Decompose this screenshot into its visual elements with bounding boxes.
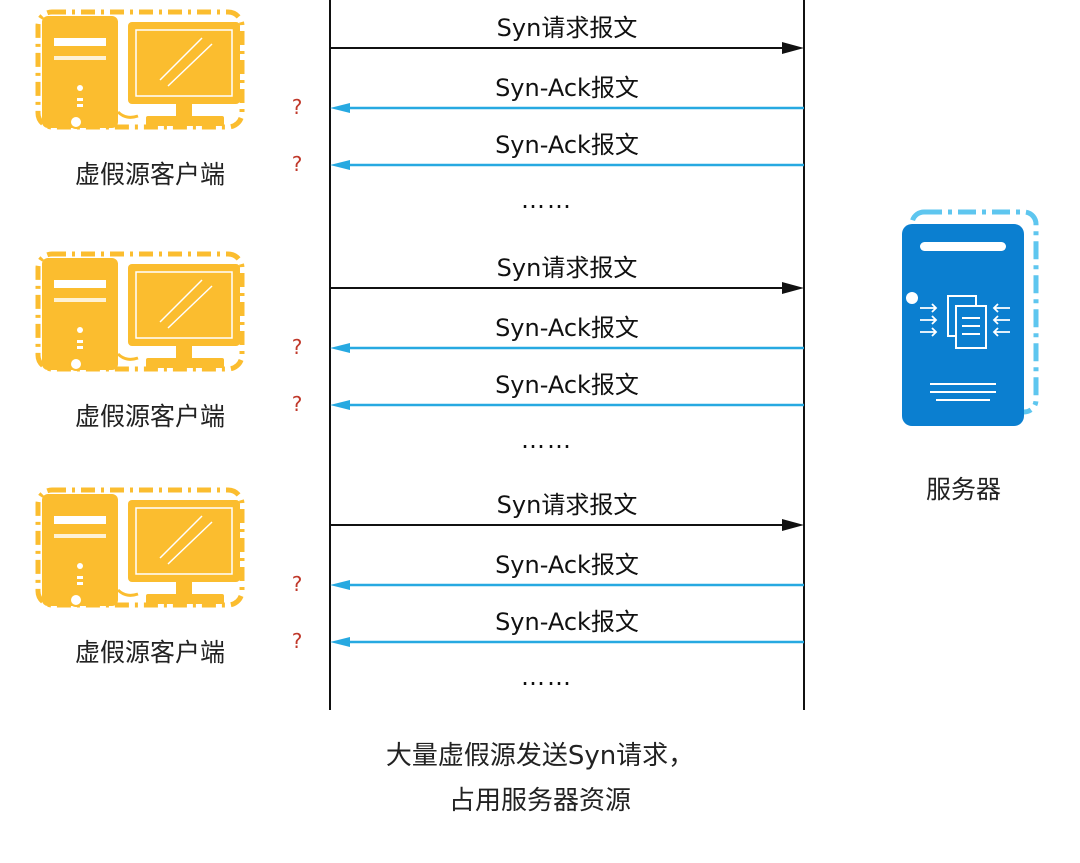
server-icon: [902, 209, 1039, 426]
caption-line-2: 占用服务器资源: [448, 786, 631, 816]
ellipsis: ……: [521, 186, 573, 214]
syn-ack-label: Syn-Ack报文: [495, 371, 639, 399]
syn-label: Syn请求报文: [497, 491, 638, 519]
syn-ack-arrowhead: [330, 637, 350, 647]
syn-ack-label: Syn-Ack报文: [495, 131, 639, 159]
client-computer-icon: [38, 490, 242, 606]
syn-arrowhead: [782, 519, 804, 531]
syn-ack-arrowhead: [330, 343, 350, 353]
syn-ack-arrowhead: [330, 160, 350, 170]
unanswered-question-mark: ?: [292, 392, 303, 416]
server-label: 服务器: [926, 475, 1002, 504]
unanswered-question-mark: ?: [292, 335, 303, 359]
syn-label: Syn请求报文: [497, 14, 638, 42]
syn-ack-label: Syn-Ack报文: [495, 314, 639, 342]
syn-ack-arrowhead: [330, 400, 350, 410]
syn-ack-label: Syn-Ack报文: [495, 608, 639, 636]
client-label: 虚假源客户端: [74, 638, 225, 667]
unanswered-question-mark: ?: [292, 95, 303, 119]
syn-arrowhead: [782, 42, 804, 54]
syn-arrowhead: [782, 282, 804, 294]
client-computer-icon: [38, 12, 242, 128]
client-label: 虚假源客户端: [74, 160, 225, 189]
syn-ack-arrowhead: [330, 103, 350, 113]
unanswered-question-mark: ?: [292, 572, 303, 596]
client-computer-icon: [38, 254, 242, 370]
client-label: 虚假源客户端: [74, 402, 225, 431]
syn-ack-label: Syn-Ack报文: [495, 74, 639, 102]
ellipsis: ……: [521, 426, 573, 454]
unanswered-question-mark: ?: [292, 152, 303, 176]
syn-ack-label: Syn-Ack报文: [495, 551, 639, 579]
ellipsis: ……: [521, 663, 573, 691]
syn-label: Syn请求报文: [497, 254, 638, 282]
caption-line-1: 大量虚假源发送Syn请求，: [385, 741, 695, 771]
syn-ack-arrowhead: [330, 580, 350, 590]
unanswered-question-mark: ?: [292, 629, 303, 653]
